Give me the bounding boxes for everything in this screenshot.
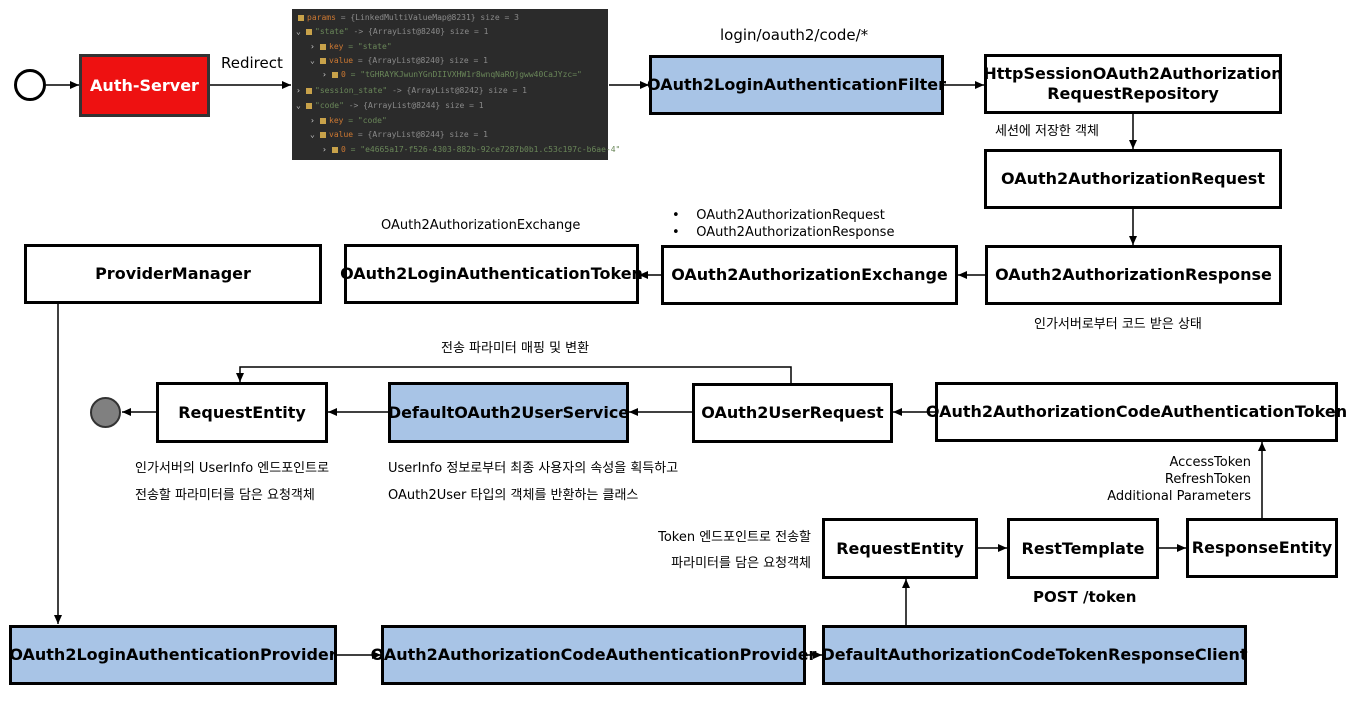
authorization-response-box: OAuth2AuthorizationResponse bbox=[985, 245, 1282, 305]
user-service-label: DefaultOAuth2UserService bbox=[387, 402, 630, 422]
debugger-line: ›"session_state" -> {ArrayList@8242} siz… bbox=[296, 86, 527, 95]
param-mapping-label: 전송 파라미터 매핑 및 변환 bbox=[441, 341, 590, 356]
code-provider-box: OAuth2AuthorizationCodeAuthenticationPro… bbox=[371, 625, 816, 685]
rest-template-label: RestTemplate bbox=[1021, 538, 1145, 558]
access-token-label: AccessToken bbox=[1169, 455, 1252, 470]
redirect-label: Redirect bbox=[221, 54, 283, 72]
response-entity-box: ResponseEntity bbox=[1186, 518, 1338, 578]
auth-server-box: Auth-Server bbox=[79, 54, 210, 117]
request-entity-token-label: RequestEntity bbox=[836, 538, 964, 558]
authorization-request-label: OAuth2AuthorizationRequest bbox=[1001, 169, 1265, 188]
request-entity-token-box: RequestEntity bbox=[822, 518, 978, 579]
code-auth-token-label: OAuth2AuthorizationCodeAuthenticationTok… bbox=[925, 402, 1347, 421]
request-entity-userinfo-box: RequestEntity bbox=[156, 382, 328, 443]
user-service-desc-2: OAuth2User 타입의 객체를 반환하는 클래스 bbox=[388, 488, 639, 503]
user-service-desc-1: UserInfo 정보로부터 최종 사용자의 속성을 획득하고 bbox=[388, 461, 679, 476]
token-client-box: DefaultAuthorizationCodeTokenResponseCli… bbox=[821, 625, 1248, 685]
debugger-line: ›0 = "e4665a17-f526-4303-882b-92ce7287b0… bbox=[322, 145, 621, 154]
arrow-param-mapping bbox=[236, 366, 792, 383]
rest-template-box: RestTemplate bbox=[1007, 518, 1159, 579]
session-repository-box: HttpSessionOAuth2Authorization RequestRe… bbox=[983, 54, 1283, 114]
code-auth-token-box: OAuth2AuthorizationCodeAuthenticationTok… bbox=[926, 382, 1347, 442]
user-request-box: OAuth2UserRequest bbox=[692, 383, 893, 443]
post-token-label: POST /token bbox=[1033, 588, 1137, 606]
debugger-line: ›0 = "tGHRAYKJwunYGnDIIVXHW1r8wnqNaROjgw… bbox=[322, 70, 582, 79]
login-filter-box: OAuth2LoginAuthenticationFilter bbox=[647, 55, 946, 115]
response-entity-label: ResponseEntity bbox=[1191, 538, 1333, 557]
additional-params-label: Additional Parameters bbox=[1107, 489, 1251, 504]
session-saved-label: 세션에 저장한 객체 bbox=[995, 124, 1099, 139]
exchange-item-2: • OAuth2AuthorizationResponse bbox=[672, 225, 895, 240]
login-provider-label: OAuth2LoginAuthenticationProvider bbox=[9, 645, 337, 664]
token-request-desc-2: 파라미터를 담은 요청객체 bbox=[671, 556, 811, 571]
userinfo-request-desc-1: 인가서버의 UserInfo 엔드포인트로 bbox=[135, 461, 330, 476]
debugger-line: ⌄value = {ArrayList@8244} size = 1 bbox=[310, 130, 488, 139]
login-auth-token-box: OAuth2LoginAuthenticationToken bbox=[340, 244, 643, 304]
debugger-line: ›key = "state" bbox=[310, 42, 392, 51]
authorization-exchange-box: OAuth2AuthorizationExchange bbox=[661, 245, 958, 305]
login-auth-token-label: OAuth2LoginAuthenticationToken bbox=[340, 264, 643, 283]
exchange-caption: OAuth2AuthorizationExchange bbox=[381, 218, 581, 233]
exchange-item-1: • OAuth2AuthorizationRequest bbox=[672, 208, 885, 223]
userinfo-request-desc-2: 전송할 파라미터를 담은 요청객체 bbox=[135, 488, 315, 503]
user-service-box: DefaultOAuth2UserService bbox=[388, 382, 629, 443]
debugger-line: ⌄value = {ArrayList@8240} size = 1 bbox=[310, 56, 488, 65]
login-filter-label: OAuth2LoginAuthenticationFilter bbox=[647, 75, 946, 94]
provider-manager-label: ProviderManager bbox=[95, 264, 251, 283]
refresh-token-label: RefreshToken bbox=[1164, 472, 1251, 487]
request-entity-userinfo-label: RequestEntity bbox=[178, 402, 306, 422]
provider-manager-box: ProviderManager bbox=[24, 244, 322, 304]
login-path-label: login/oauth2/code/* bbox=[720, 26, 869, 44]
debugger-line: ⌄"state" -> {ArrayList@8240} size = 1 bbox=[296, 27, 489, 36]
authorization-request-box: OAuth2AuthorizationRequest bbox=[984, 149, 1282, 209]
debugger-line: params = {LinkedMultiValueMap@8231} size… bbox=[298, 11, 519, 25]
debugger-line: ⌄"code" -> {ArrayList@8244} size = 1 bbox=[296, 101, 484, 110]
response-state-label: 인가서버로부터 코드 받은 상태 bbox=[1034, 317, 1202, 332]
token-request-desc-1: Token 엔드포인트로 전송할 bbox=[658, 530, 811, 545]
user-request-label: OAuth2UserRequest bbox=[701, 403, 884, 422]
authorization-exchange-label: OAuth2AuthorizationExchange bbox=[671, 265, 948, 284]
session-repository-label-2: RequestRepository bbox=[1047, 84, 1219, 103]
auth-server-label: Auth-Server bbox=[90, 75, 199, 95]
code-provider-label: OAuth2AuthorizationCodeAuthenticationPro… bbox=[370, 645, 817, 664]
debugger-line: ›key = "code" bbox=[310, 116, 387, 125]
login-provider-box: OAuth2LoginAuthenticationProvider bbox=[9, 625, 337, 685]
start-node bbox=[14, 69, 46, 101]
session-repository-label-1: HttpSessionOAuth2Authorization bbox=[983, 64, 1283, 83]
token-client-label: DefaultAuthorizationCodeTokenResponseCli… bbox=[821, 645, 1248, 664]
end-node bbox=[90, 397, 121, 428]
debugger-params-panel: params = {LinkedMultiValueMap@8231} size… bbox=[292, 9, 620, 160]
authorization-response-label: OAuth2AuthorizationResponse bbox=[995, 265, 1272, 284]
